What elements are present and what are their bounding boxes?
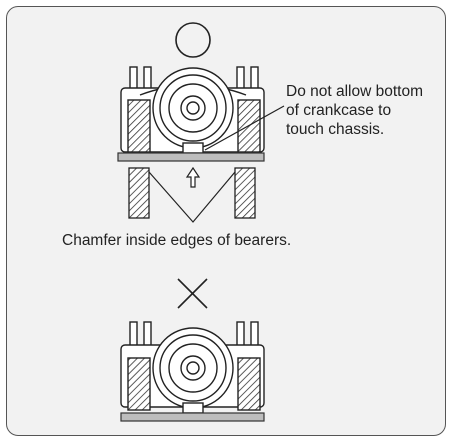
note-line-1: Do not allow bottom bbox=[286, 83, 423, 100]
chassis-plate-top bbox=[117, 152, 265, 162]
engine-incorrect bbox=[120, 321, 265, 414]
note-leader-line bbox=[204, 105, 285, 151]
note-line-2: of crankcase to bbox=[286, 102, 392, 119]
chassis-plate-bottom bbox=[120, 412, 265, 422]
chamfer-leader-lines bbox=[148, 171, 236, 223]
bearer-left-top bbox=[128, 167, 150, 219]
crankcase-note: Do not allow bottom of crankcase to touc… bbox=[286, 82, 446, 139]
engine-correct bbox=[120, 66, 265, 154]
incorrect-cross-icon bbox=[177, 278, 208, 309]
note-line-3: touch chassis. bbox=[286, 121, 385, 138]
bearer-right-top bbox=[234, 167, 256, 219]
up-arrow-icon bbox=[185, 166, 201, 188]
correct-circle-icon bbox=[175, 22, 211, 58]
chamfer-caption: Chamfer inside edges of bearers. bbox=[62, 232, 292, 249]
